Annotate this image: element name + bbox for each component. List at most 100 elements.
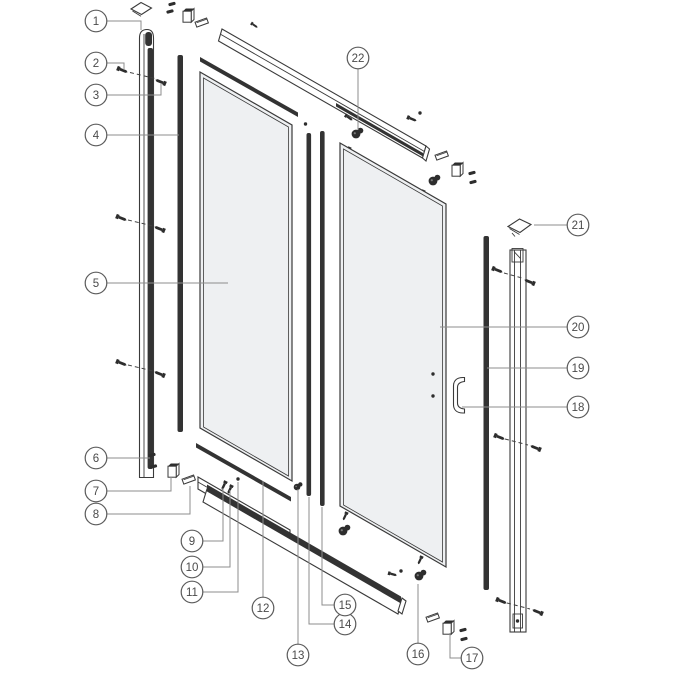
callout-6: 6 bbox=[84, 446, 150, 470]
diamond-cap-edge bbox=[509, 228, 520, 235]
leader-line bbox=[107, 83, 162, 96]
callout-number: 6 bbox=[93, 453, 99, 465]
leader-line bbox=[107, 62, 125, 70]
screw-icon bbox=[529, 443, 542, 453]
callout-19: 19 bbox=[487, 356, 590, 380]
left-door-bottom-seal-strip bbox=[196, 443, 291, 502]
right-glass-surface bbox=[339, 141, 447, 569]
callout-number: 17 bbox=[466, 653, 479, 665]
callout-21: 21 bbox=[534, 213, 590, 237]
left-wall-profile-insert bbox=[147, 48, 153, 469]
right-diamond-cap bbox=[506, 218, 533, 237]
screw-icon bbox=[416, 555, 424, 566]
callout-number: 19 bbox=[572, 363, 585, 375]
cover-plate bbox=[434, 150, 449, 161]
bottom-rail-track-insert bbox=[207, 484, 401, 604]
screw-icon bbox=[491, 265, 504, 275]
callout-number: 21 bbox=[572, 220, 585, 232]
pin-dot bbox=[515, 619, 520, 623]
bottom-rail-end-cap bbox=[397, 597, 407, 615]
callout-number: 16 bbox=[412, 649, 425, 661]
pin-dot bbox=[399, 569, 403, 573]
callout-4: 4 bbox=[84, 123, 179, 147]
screw-axis-dashed-line bbox=[503, 272, 523, 279]
leader-line bbox=[203, 482, 239, 593]
leader-line bbox=[321, 507, 334, 606]
cover-plate bbox=[181, 474, 196, 485]
callout-number: 15 bbox=[339, 600, 352, 612]
right-wall-profile-bottom-notch bbox=[512, 613, 523, 629]
left-glass-inner-edge bbox=[203, 77, 289, 477]
callout-number: 8 bbox=[93, 509, 99, 521]
callout-circle bbox=[566, 395, 590, 419]
leader-line bbox=[107, 20, 142, 30]
callout-2: 2 bbox=[84, 51, 125, 75]
callout-number: 10 bbox=[186, 562, 199, 574]
set-screw-icon bbox=[168, 1, 176, 7]
callout-1: 1 bbox=[84, 9, 142, 33]
center-glazing-bar-rear bbox=[320, 131, 325, 506]
bottom-rail bbox=[202, 484, 407, 615]
callout-circle bbox=[346, 46, 370, 70]
left-door-top-seal-strip bbox=[200, 57, 298, 117]
callout-number: 5 bbox=[93, 278, 99, 290]
screw-icon bbox=[341, 511, 349, 522]
callout-number: 20 bbox=[572, 322, 585, 334]
screw-icon bbox=[220, 480, 228, 491]
diamond-cap-foot bbox=[511, 232, 516, 237]
guide-block bbox=[182, 8, 195, 23]
callout-number: 1 bbox=[93, 16, 99, 28]
left-jamb-seal-bar bbox=[177, 55, 183, 432]
screw-axis-dashed-line bbox=[129, 72, 158, 80]
screw-axis-dashed-line bbox=[506, 602, 531, 610]
callout-circle bbox=[566, 315, 590, 339]
callout-number: 4 bbox=[93, 130, 100, 142]
callout-number: 13 bbox=[292, 650, 305, 662]
screw-icon bbox=[387, 571, 398, 578]
callout-circle bbox=[84, 502, 108, 526]
screw-icon bbox=[531, 607, 544, 617]
callout-circle bbox=[84, 479, 108, 503]
callout-20: 20 bbox=[440, 315, 590, 339]
screw-icon bbox=[115, 358, 128, 368]
top-rail-end-cap bbox=[421, 145, 431, 162]
set-screw-icon bbox=[468, 170, 476, 176]
guide-block bbox=[167, 463, 180, 478]
callout-circle bbox=[286, 643, 310, 667]
screw-icon bbox=[153, 369, 166, 379]
callout-number: 2 bbox=[93, 58, 99, 70]
callout-number: 12 bbox=[257, 603, 270, 615]
callout-22: 22 bbox=[346, 46, 370, 130]
center-glazing-bar-front bbox=[306, 133, 312, 496]
door-roller bbox=[428, 174, 441, 186]
door-handle bbox=[452, 376, 466, 414]
set-screw-icon bbox=[166, 9, 174, 14]
callout-11: 11 bbox=[180, 482, 239, 604]
screw-icon bbox=[495, 596, 508, 606]
callout-3: 3 bbox=[84, 83, 162, 107]
screw-icon bbox=[115, 213, 128, 223]
diamond-end-cap bbox=[129, 1, 153, 16]
left-wall-profile bbox=[138, 28, 155, 479]
screw-axis-dashed-line bbox=[504, 438, 529, 446]
screw-icon bbox=[116, 65, 129, 75]
callout-number: 11 bbox=[186, 587, 198, 599]
right-profile-screws bbox=[491, 265, 544, 617]
leader-line bbox=[449, 633, 461, 659]
callout-circle bbox=[84, 123, 108, 147]
top-rail-inner-line bbox=[220, 34, 425, 152]
right-wall-profile-top-notch bbox=[511, 248, 524, 263]
cover-plate bbox=[425, 612, 440, 623]
callout-number: 14 bbox=[339, 619, 352, 631]
callout-8: 8 bbox=[84, 486, 191, 526]
bottom-left-hardware bbox=[148, 452, 196, 485]
callout-5: 5 bbox=[84, 271, 228, 295]
leader-line bbox=[107, 486, 191, 515]
callout-circle bbox=[180, 555, 204, 579]
callout-circle bbox=[566, 356, 590, 380]
callout-circle bbox=[406, 642, 430, 666]
callout-13: 13 bbox=[286, 489, 310, 667]
callout-circle bbox=[566, 213, 590, 237]
